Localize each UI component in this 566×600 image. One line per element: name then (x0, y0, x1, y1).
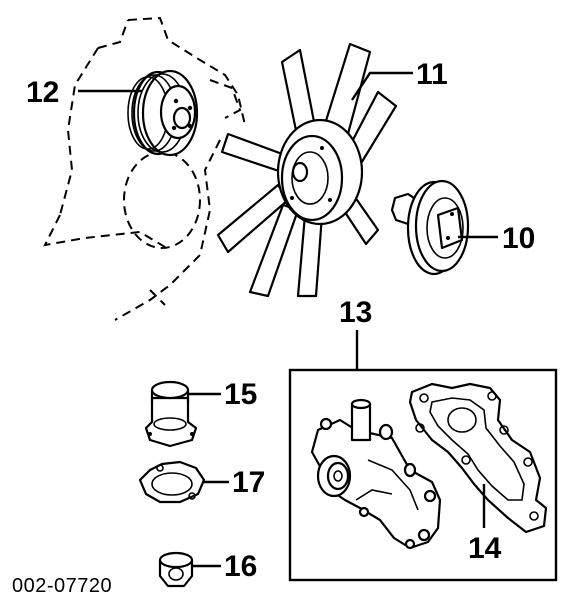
water-pump (310, 398, 442, 550)
thermostat-part-16 (158, 551, 194, 588)
thermostat-housing-part-15 (144, 380, 198, 448)
callout-12: 12 (26, 76, 59, 109)
leader-lines (78, 71, 498, 568)
pulley-part-12 (127, 69, 199, 157)
water-pump-group-box (288, 368, 558, 582)
engine-block-outline (43, 16, 246, 321)
leader-line-11 (351, 71, 413, 101)
fan-part-11 (216, 42, 398, 298)
callout-10: 10 (502, 222, 535, 255)
callout-14: 14 (468, 532, 502, 565)
figure-code: 002-07720 (12, 575, 112, 597)
thermostat-gasket-part-17 (138, 460, 206, 504)
callout-16: 16 (224, 550, 257, 583)
callout-15: 15 (224, 378, 257, 411)
callout-13: 13 (339, 296, 372, 329)
fan-clutch-part-10 (390, 179, 470, 276)
callout-11: 11 (416, 58, 448, 91)
callout-17: 17 (232, 466, 265, 499)
gasket-part-14 (408, 382, 548, 534)
